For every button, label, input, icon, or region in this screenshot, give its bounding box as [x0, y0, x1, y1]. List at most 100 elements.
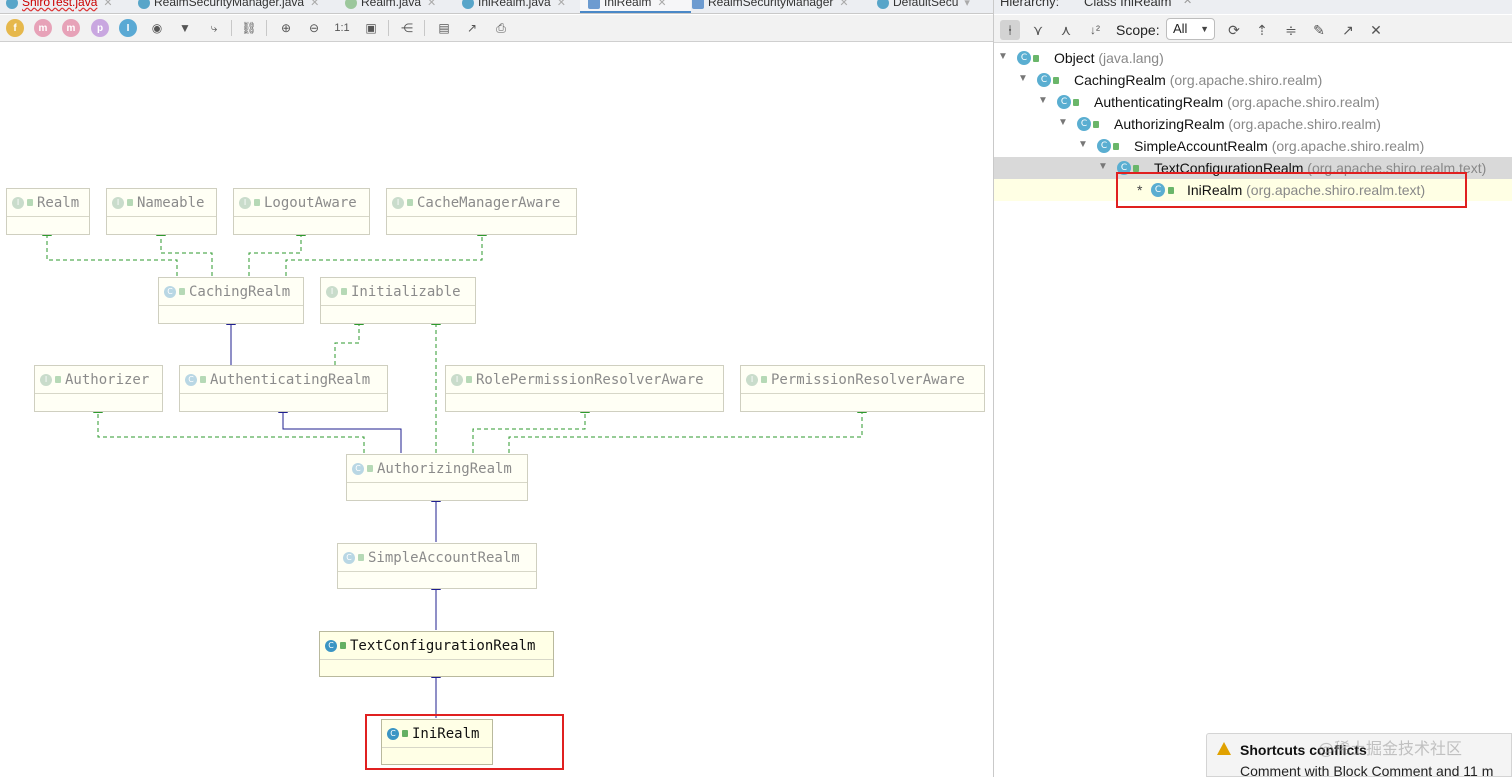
save-icon[interactable]: ▤: [438, 21, 450, 35]
expand-arrow-icon[interactable]: ▼: [998, 51, 1008, 62]
fields-filter-icon[interactable]: f: [6, 19, 24, 37]
highlight-box-inirealm-node: [365, 714, 564, 770]
link-icon[interactable]: ⛓: [241, 21, 257, 35]
edge-authenticatingrealm-initializable: [334, 316, 364, 365]
interface-icon: I: [451, 373, 463, 386]
inner-classes-filter-icon[interactable]: I: [119, 19, 137, 37]
route-edges-icon[interactable]: ⤷: [210, 20, 218, 35]
type-hierarchy-icon[interactable]: ⍿: [1000, 20, 1020, 40]
visibility-eye-icon[interactable]: ◉: [151, 21, 163, 35]
public-icon: [761, 376, 767, 383]
zoom-in-icon[interactable]: ⊕: [280, 21, 292, 35]
public-icon: [1093, 121, 1099, 128]
close-icon[interactable]: ✕: [839, 0, 849, 9]
public-icon: [466, 376, 472, 383]
scope-select[interactable]: All▼: [1166, 18, 1215, 40]
tab-realmsecuritymanager-java[interactable]: RealmSecurityManager.java✕: [138, 0, 320, 13]
tab-realmsecuritymanager-diagram[interactable]: RealmSecurityManager✕: [692, 0, 849, 13]
close-icon[interactable]: ✕: [556, 0, 566, 9]
diagram-icon: [588, 0, 600, 9]
public-icon: [27, 199, 33, 206]
tree-row-cachingrealm[interactable]: ▼ C CachingRealm (org.apache.shiro.realm…: [1018, 72, 1323, 88]
tree-row-object[interactable]: ▼ C Object (java.lang): [998, 50, 1164, 66]
expand-arrow-icon[interactable]: ▼: [1078, 139, 1088, 150]
diagram-icon: [692, 0, 704, 9]
print-icon[interactable]: ⎙: [496, 20, 506, 35]
interface-icon: I: [40, 373, 52, 386]
public-icon: [340, 642, 346, 649]
class-icon: C: [164, 285, 176, 298]
base-on-this-class-icon[interactable]: ⇡: [1256, 21, 1268, 38]
edge-cachingrealm-realm: [42, 227, 178, 276]
shortcuts-conflict-notification[interactable]: Shortcuts conflicts Comment with Block C…: [1206, 733, 1512, 777]
notification-title: Shortcuts conflicts: [1240, 742, 1367, 758]
notification-body[interactable]: Comment with Block Comment and 11 m: [1240, 763, 1494, 777]
tab-shirotest[interactable]: ShiroTest.java✕: [6, 0, 113, 13]
expand-arrow-icon[interactable]: ▼: [1038, 95, 1048, 106]
export-icon[interactable]: ↗: [466, 21, 478, 35]
tree-row-inirealm[interactable]: * C IniRealm (org.apache.shiro.realm.tex…: [994, 179, 1512, 201]
class-icon: C: [1037, 73, 1051, 87]
tree-row-authorizingrealm[interactable]: ▼ C AuthorizingRealm (org.apache.shiro.r…: [1058, 116, 1381, 132]
properties-filter-icon[interactable]: p: [91, 19, 109, 37]
interface-icon: I: [239, 196, 251, 209]
expand-all-icon[interactable]: ≑: [1285, 21, 1297, 38]
expand-arrow-icon[interactable]: ▼: [1018, 73, 1028, 84]
more-tabs-icon[interactable]: ▾: [964, 0, 970, 9]
constructors-filter-icon[interactable]: m: [34, 19, 52, 37]
filter-icon[interactable]: ▼: [179, 21, 191, 35]
tab-defaultsecuritymanager[interactable]: DefaultSecu▾: [877, 0, 970, 13]
class-icon: C: [1017, 51, 1031, 65]
tab-class-inirealm[interactable]: Class IniRealm: [1084, 0, 1172, 9]
close-icon[interactable]: ✕: [1370, 21, 1382, 38]
open-in-window-icon[interactable]: ↗: [1342, 21, 1354, 38]
supertypes-hierarchy-icon[interactable]: ⋎: [1032, 21, 1044, 38]
panel-divider[interactable]: [993, 0, 994, 777]
highlight-box-inirealm-row: [1116, 172, 1467, 208]
close-icon[interactable]: ✕: [310, 0, 320, 9]
public-icon: [1113, 143, 1119, 150]
fit-content-icon[interactable]: ▣: [365, 21, 377, 35]
tree-row-simpleaccountrealm[interactable]: ▼ C SimpleAccountRealm (org.apache.shiro…: [1078, 138, 1425, 154]
actual-size-button[interactable]: 1:1: [334, 22, 350, 34]
close-icon[interactable]: ✕: [103, 0, 113, 9]
hierarchy-panel: Hierarchy: Class IniRealm ✕ ⍿ ⋎ ⋏ ↓² Sco…: [994, 0, 1512, 777]
sort-alphabetically-icon[interactable]: ↓²: [1090, 23, 1100, 37]
zoom-out-icon[interactable]: ⊖: [308, 21, 320, 35]
expand-arrow-icon[interactable]: ▼: [1098, 161, 1108, 172]
tab-inirealm-diagram[interactable]: IniRealm✕: [580, 0, 691, 13]
tab-realm-java[interactable]: Realm.java✕: [345, 0, 437, 13]
public-icon: [55, 376, 61, 383]
pin-icon[interactable]: ✎: [1313, 21, 1325, 38]
expand-arrow-icon[interactable]: ▼: [1058, 117, 1068, 128]
methods-filter-icon[interactable]: m: [62, 19, 80, 37]
refresh-icon[interactable]: ⟳: [1228, 21, 1240, 38]
interface-icon: I: [392, 196, 404, 209]
layout-icon[interactable]: ⋲: [401, 21, 413, 35]
interface-icon: I: [326, 285, 338, 298]
tree-row-authenticatingrealm[interactable]: ▼ C AuthenticatingRealm (org.apache.shir…: [1038, 94, 1380, 110]
interface-icon: [345, 0, 357, 9]
close-icon[interactable]: ✕: [657, 0, 667, 9]
public-icon: [341, 288, 347, 295]
tab-inirealm-java[interactable]: IniRealm.java✕: [462, 0, 566, 13]
close-icon[interactable]: ✕: [1183, 0, 1193, 7]
edge-authorizingrealm-permissionresolveraware: [508, 404, 867, 453]
close-icon[interactable]: ✕: [427, 0, 437, 9]
subtypes-hierarchy-icon[interactable]: ⋏: [1060, 21, 1072, 38]
